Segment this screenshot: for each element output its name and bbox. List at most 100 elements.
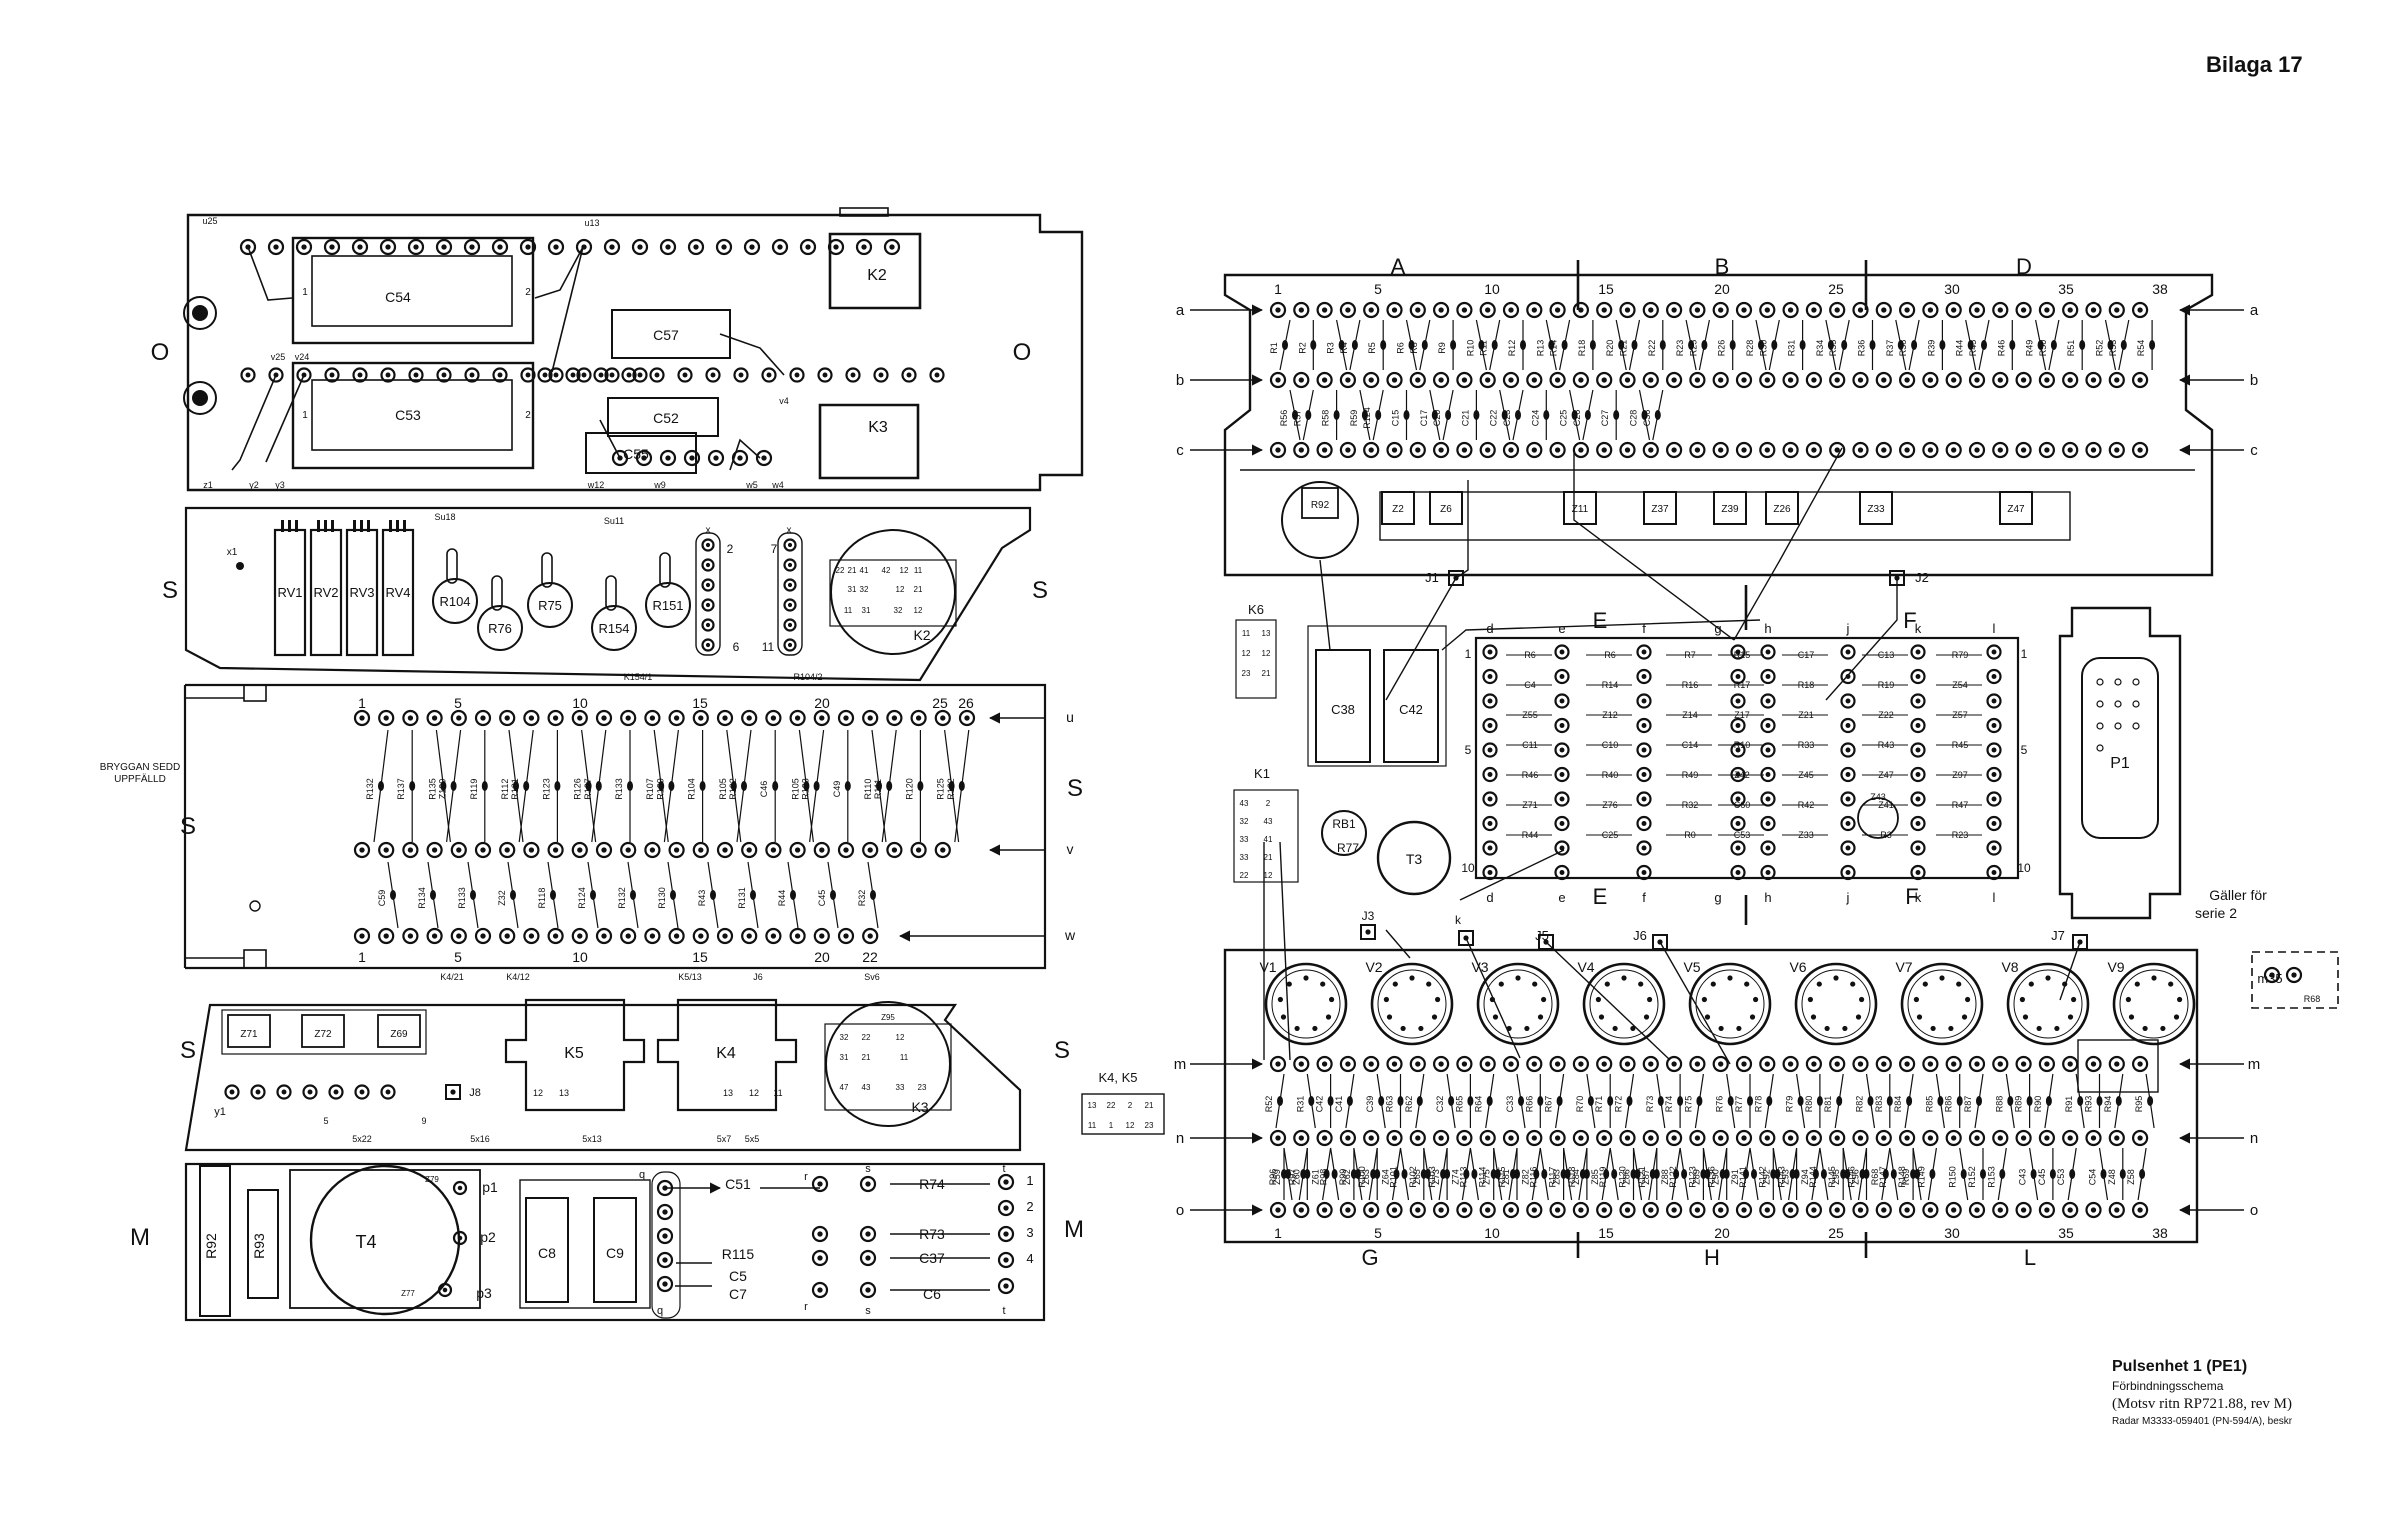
tube-pin — [1638, 981, 1644, 987]
pad-top-row — [1945, 301, 1962, 319]
resistor-body — [1285, 1169, 1291, 1179]
pad-hole — [1415, 1135, 1421, 1141]
pad-hole — [1554, 1207, 1561, 1213]
pad-ring — [1456, 1129, 1473, 1147]
pad-hole — [528, 933, 535, 939]
resistor-label: R18 — [1577, 340, 1587, 357]
resistor-label: R86 — [1944, 1096, 1954, 1113]
pad-o-w — [635, 449, 653, 467]
pad-hole — [1321, 1061, 1328, 1067]
resistor-body — [1543, 410, 1550, 420]
resistor-label: R38 — [1898, 340, 1908, 357]
pad-hole — [1765, 674, 1771, 679]
pad-hole — [1991, 698, 1997, 704]
pad-ring — [1596, 441, 1613, 459]
pad-hole — [1648, 1207, 1654, 1213]
pin-label: 5x5 — [745, 1134, 760, 1144]
pad-ring — [1636, 791, 1652, 807]
pad-hole — [2137, 1207, 2143, 1213]
tube-label: V6 — [1789, 959, 1806, 975]
pad-hole — [1991, 772, 1997, 777]
pad-hole — [1811, 447, 1817, 453]
pad-hole — [1487, 649, 1493, 655]
pad-bottom-row — [1316, 1129, 1333, 1147]
resistor-label: R54 — [2136, 340, 2146, 357]
tube-pin — [1392, 981, 1398, 987]
pad-s2-v — [426, 841, 443, 859]
pad-top-row — [1735, 301, 1753, 319]
pad-s3 — [354, 1084, 370, 1100]
pad-ring — [1636, 644, 1652, 660]
pad-m — [859, 1281, 877, 1299]
pin-tag: p3 — [476, 1285, 492, 1301]
pad-ring — [224, 1084, 240, 1100]
capacitor-c54-inner — [311, 255, 513, 327]
resistor-label: Z32 — [497, 890, 507, 906]
pad-hole — [1857, 377, 1864, 383]
pad-o-v2 — [733, 367, 749, 383]
pad-hole — [1991, 845, 1997, 851]
tube-pin — [1294, 1025, 1300, 1032]
pad-hole — [1991, 723, 1997, 728]
tube-pin — [1930, 1025, 1936, 1032]
resistor-label: R10 — [1465, 340, 1475, 357]
trimpot-label: RV1 — [277, 585, 302, 600]
note-line-1: BRYGGAN SEDD — [100, 762, 180, 773]
pad-hole — [673, 847, 680, 853]
resistor-bottom: R71 — [1594, 1074, 1614, 1128]
pad-bottom-row — [1269, 1201, 1287, 1219]
pad-ring — [859, 1281, 877, 1299]
pad-ring — [1479, 371, 1496, 389]
resistor-label: R96 — [1268, 1169, 1278, 1186]
pad-middle — [1730, 815, 1746, 832]
pad-hole — [817, 1255, 823, 1261]
pad-ring — [1805, 1201, 1823, 1219]
pad-ring — [668, 841, 685, 859]
resistor-body — [1906, 1096, 1913, 1106]
pad-hole — [1694, 1207, 1701, 1213]
capacitor-c57 — [611, 309, 731, 359]
pad-ring — [2108, 441, 2125, 459]
resistor-body — [1911, 340, 1918, 350]
pad-middle — [1986, 766, 2002, 783]
pad-bottom-row — [1968, 1201, 1986, 1219]
pad-middle — [1910, 644, 1926, 660]
resistor-label: Z62 — [1342, 1169, 1352, 1185]
cap-pin-number: 1 — [302, 410, 308, 421]
pad-hole — [722, 933, 728, 939]
diode-label: Z2 — [1392, 504, 1404, 515]
resistor-body — [1611, 1169, 1618, 1179]
col-number: 5 — [454, 695, 462, 711]
pad-middle — [1554, 742, 1570, 758]
pad-ring — [1875, 371, 1892, 389]
pad-hole — [722, 847, 728, 853]
resistor-body — [2045, 1096, 2052, 1106]
resistor-disc — [591, 605, 637, 651]
resistor-bottom: Z82 — [1520, 1147, 1541, 1201]
pad-hole — [1648, 1135, 1654, 1141]
resistor-uv: C49 — [832, 730, 851, 842]
board-o-outline — [186, 213, 1084, 492]
pad-hole — [1641, 649, 1647, 655]
pad-hole — [1321, 377, 1328, 383]
tube-outline — [1900, 962, 1984, 1046]
trimpot-label: RV2 — [313, 585, 338, 600]
pin-tag: Su11 — [604, 516, 624, 526]
pad-s2-w — [595, 927, 613, 945]
col-number-top: 15 — [1598, 281, 1614, 297]
component-label: C6 — [923, 1286, 941, 1302]
pad-hole — [359, 847, 365, 853]
long-wire — [1279, 841, 1291, 1061]
pad-bottom-row — [1363, 1129, 1380, 1147]
pad-ring — [1636, 742, 1652, 758]
resistor-vw: C45 — [817, 861, 839, 929]
resistor-label: R105 — [790, 778, 800, 800]
tube-socket-v9: V9 — [2107, 959, 2196, 1046]
row-number-left: 10 — [1461, 861, 1475, 875]
pad-ring — [701, 618, 715, 632]
pad-middle — [1636, 766, 1652, 783]
pad-ring — [2108, 1201, 2125, 1219]
pad-bottom-row — [1805, 1129, 1823, 1147]
